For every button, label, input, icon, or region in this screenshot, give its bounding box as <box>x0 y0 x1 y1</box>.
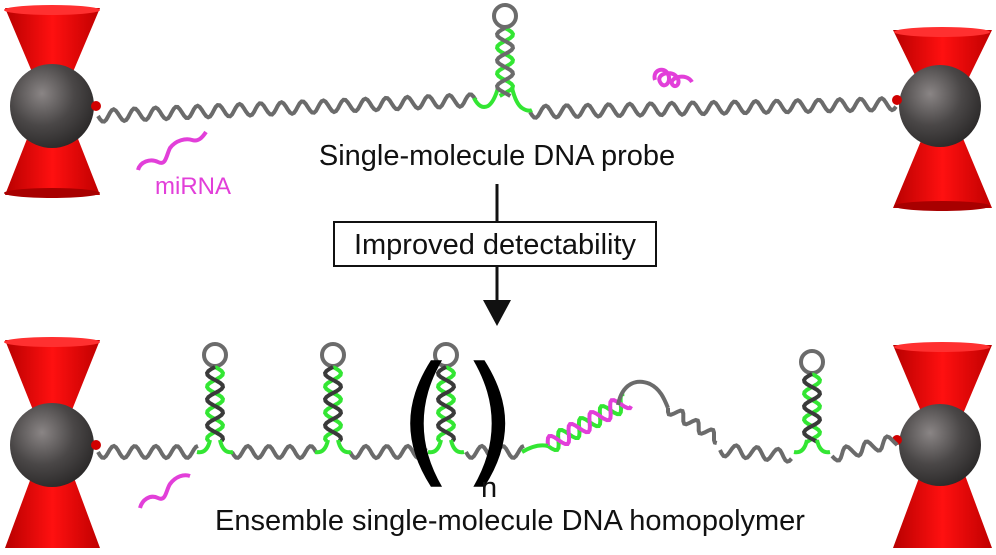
hairpin-loop <box>799 349 825 375</box>
dna-backbone-segment <box>96 443 199 461</box>
duplex-probe-strand <box>520 443 549 454</box>
optical-trap-cone-icon <box>4 5 100 15</box>
hairpin-group <box>196 342 831 455</box>
dna-backbone-segment <box>666 408 718 446</box>
mirna-strand-icon <box>652 67 694 89</box>
arrow-down-icon <box>483 300 511 326</box>
polymer-caption: Ensemble single-molecule DNA homopolymer <box>215 505 805 537</box>
duplex-probe-strand <box>616 379 670 409</box>
improve-box <box>333 221 657 267</box>
optical-trap-cone-icon <box>894 27 990 37</box>
improve-label: Improved detectability <box>354 229 637 261</box>
bead-link-icon <box>892 95 902 105</box>
hairpin-stem-strand <box>494 26 516 98</box>
dna-backbone-segment <box>830 434 899 463</box>
hairpin-joint <box>314 439 330 455</box>
hairpin-joint <box>218 439 234 455</box>
hairpin-stem-strand <box>435 365 457 443</box>
mirna-label: miRNA <box>155 173 231 200</box>
bead-icon <box>10 64 94 148</box>
hairpin-loop <box>433 342 459 368</box>
dna-hairpin-icon <box>472 3 533 113</box>
dna-backbone-left <box>96 92 478 124</box>
optical-trap-cone-icon <box>4 188 100 198</box>
mirna-strand-icon <box>138 473 191 509</box>
duplex-mirna-strand <box>545 398 633 447</box>
bottom-panel: ( ) n Ensemble single-molecule DNA homop… <box>4 337 992 548</box>
hairpin-stem-strand <box>801 372 823 444</box>
hairpin-joint <box>196 439 212 455</box>
hairpin-joint <box>510 87 533 113</box>
optical-trap-cone-icon <box>894 342 990 352</box>
optical-trap-left-top <box>4 5 101 198</box>
repeat-open-paren: ( <box>398 337 453 502</box>
probe-caption: Single-molecule DNA probe <box>319 140 675 172</box>
optical-trap-right-bottom <box>892 342 992 548</box>
hairpin-stem-strand <box>494 26 516 98</box>
hairpin-joint <box>472 87 500 109</box>
optical-trap-right-top <box>892 27 992 211</box>
dna-backbone-segment <box>230 443 318 461</box>
hairpin-joint <box>427 439 443 455</box>
dna-backbone-segment <box>348 443 428 461</box>
mirna-strand-icon <box>136 130 208 171</box>
hairpin-stem-strand <box>204 365 226 443</box>
bead-link-icon <box>91 101 101 111</box>
top-panel: miRNA Single-molecule DNA probe <box>4 3 992 211</box>
optical-trap-cone-icon <box>4 337 100 347</box>
hairpin-loop <box>492 3 518 29</box>
hairpin-stem-strand <box>801 372 823 444</box>
bead-link-icon <box>91 440 101 450</box>
optical-trap-left-bottom <box>4 337 101 548</box>
duplex-probe-strand <box>546 392 625 453</box>
hairpin-loop <box>202 342 228 368</box>
hairpin-joint <box>449 439 465 455</box>
repeat-subscript: n <box>481 472 497 504</box>
bead-icon <box>899 65 981 147</box>
hairpin-stem-strand <box>322 365 344 443</box>
hairpin-joint <box>815 439 831 455</box>
hairpin-loop <box>320 342 346 368</box>
optical-trap-cone-icon <box>894 201 990 211</box>
bead-icon <box>899 404 981 486</box>
connector: Improved detectability <box>333 184 657 326</box>
dna-backbone-segment <box>464 443 525 461</box>
dna-backbone-right <box>528 96 898 120</box>
repeat-close-paren: ) <box>462 337 517 502</box>
dna-backbone-segment <box>718 443 793 464</box>
bead-icon <box>10 403 94 487</box>
hairpin-joint <box>793 439 809 455</box>
hairpin-joint <box>336 439 352 455</box>
